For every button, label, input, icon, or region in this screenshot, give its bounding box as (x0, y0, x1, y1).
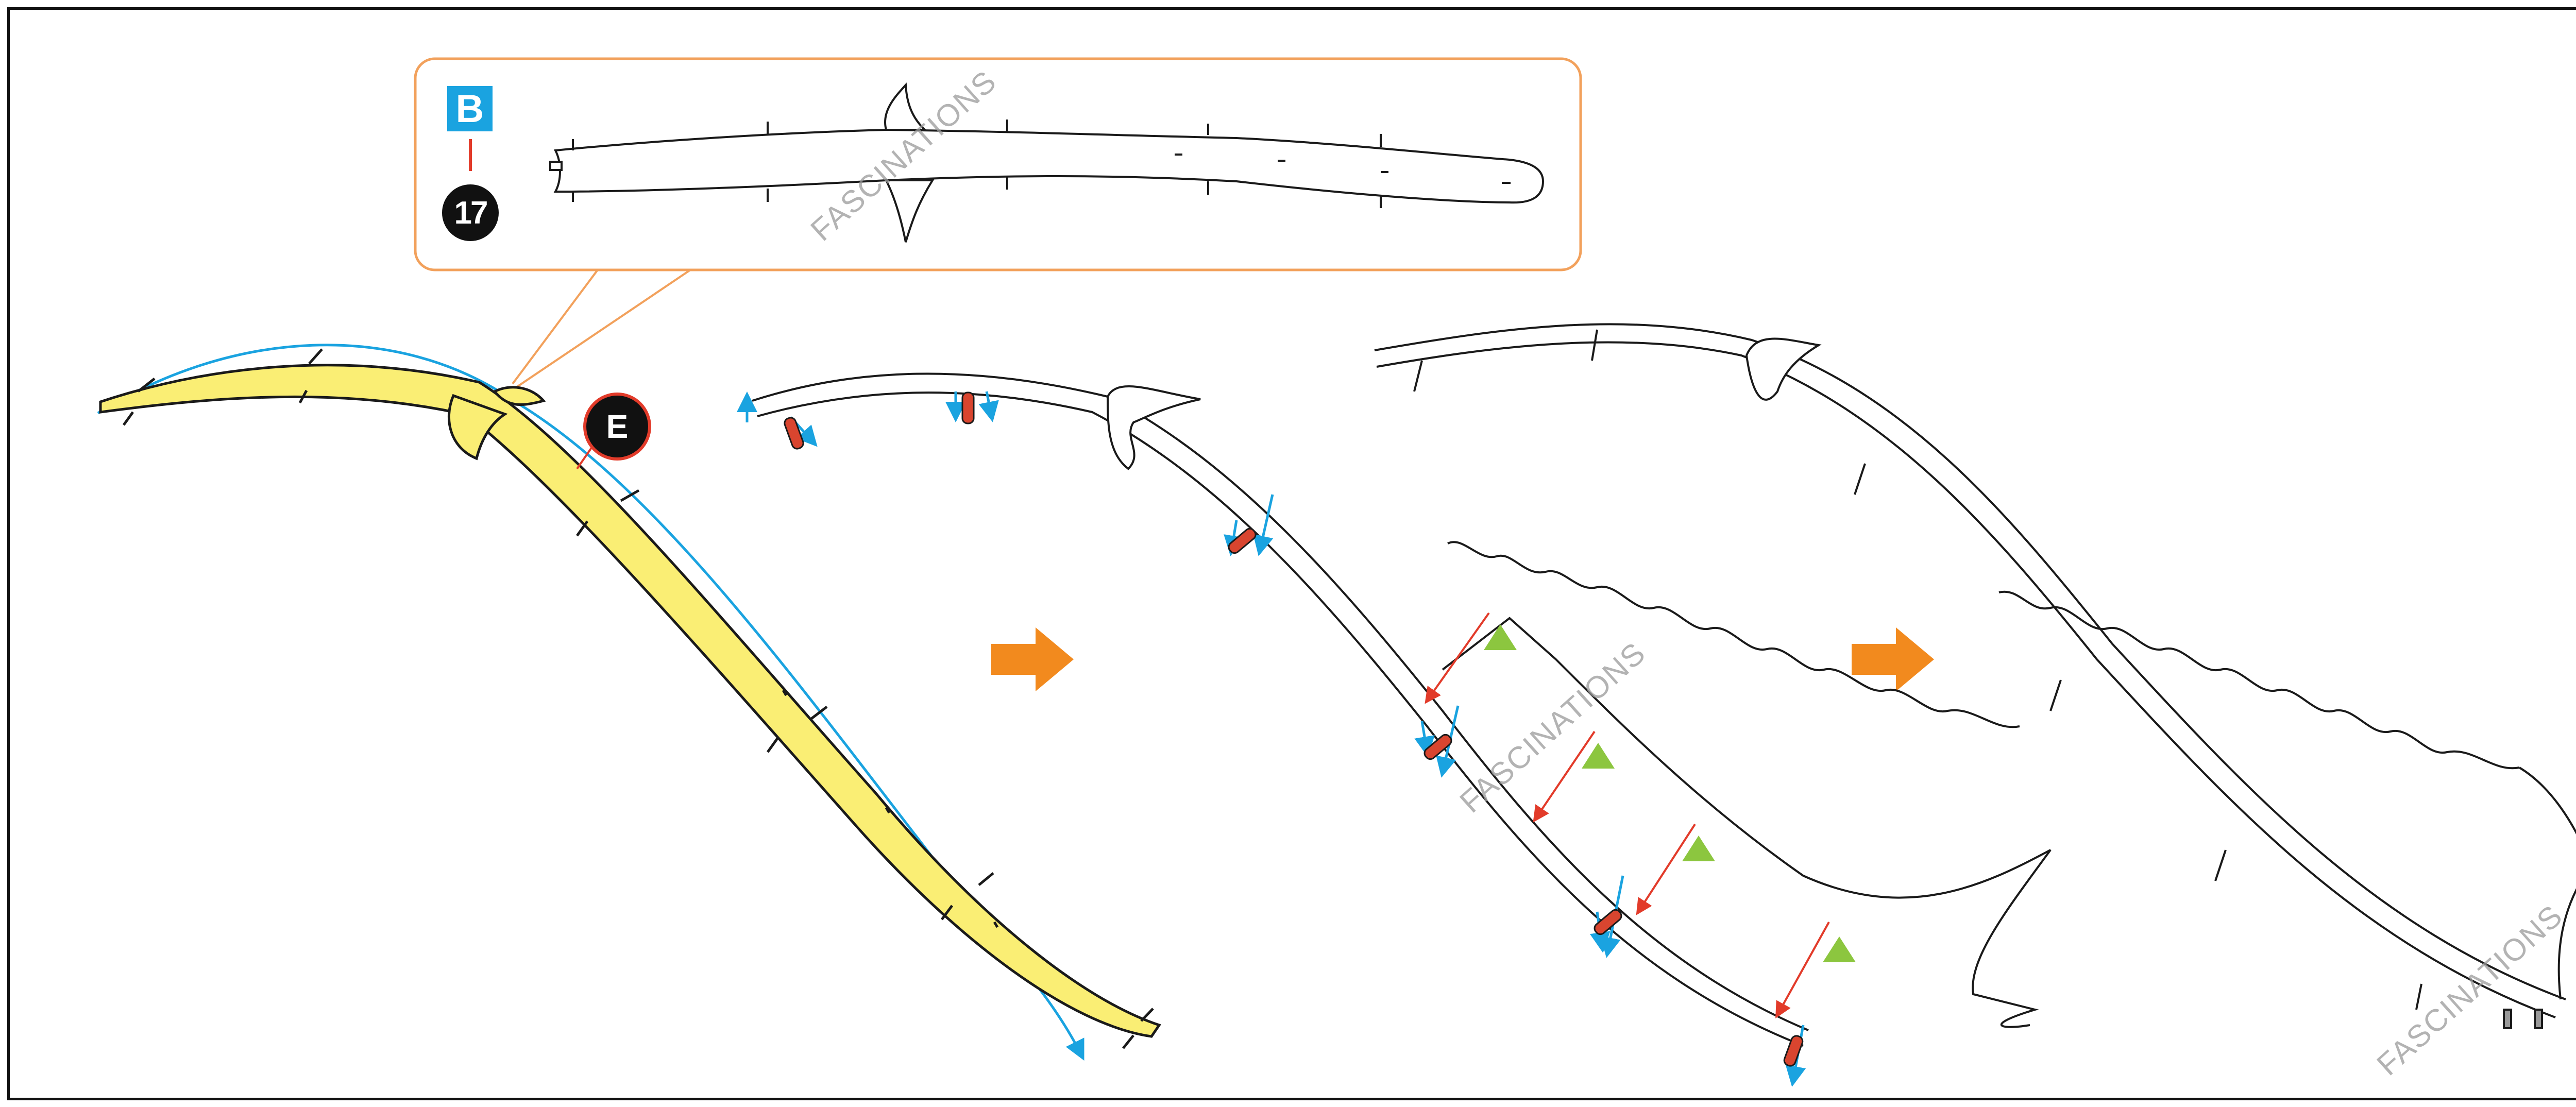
part-label-badge: B (447, 86, 493, 131)
connect-line-icon (1425, 612, 1830, 1018)
callout-pointer-line (509, 269, 691, 393)
part-callout (414, 57, 1582, 393)
detail-marker-e: E (583, 393, 651, 461)
flat-part-b (549, 82, 1545, 243)
step-number-badge: 17 (442, 184, 499, 241)
highlighted-part (99, 364, 1161, 1038)
tab (784, 391, 1804, 1067)
callout-pointer-line (512, 269, 599, 385)
part-step-connector (469, 139, 472, 171)
fold-arrow-icon (737, 391, 1806, 1087)
step-arrow-icon (1852, 627, 1934, 691)
step-two-piece (752, 372, 2052, 1047)
diagram-frame (7, 7, 2576, 1100)
align-triangle-icon (1484, 624, 1856, 962)
step-one-piece (97, 344, 1161, 1061)
step-arrow-icon (991, 627, 1074, 691)
step-three-piece (1374, 323, 2576, 1029)
